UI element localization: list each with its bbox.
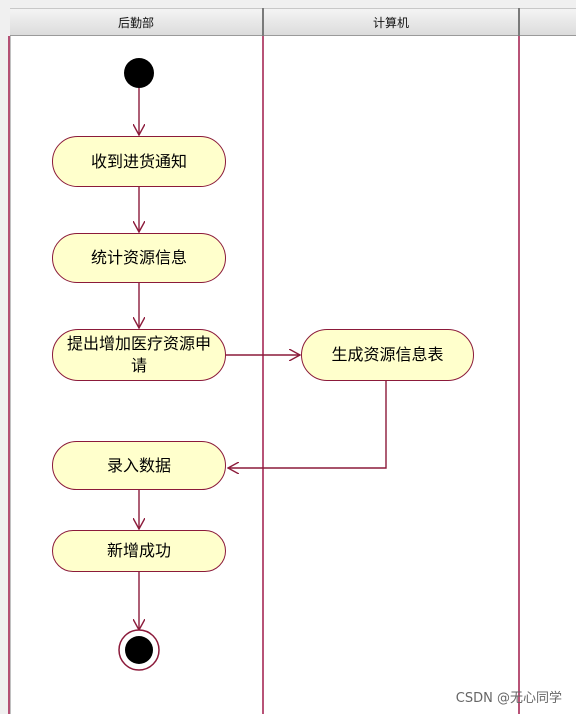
activity-receive-notice[interactable]: 收到进货通知: [52, 136, 226, 187]
activity-label: 统计资源信息: [90, 248, 187, 267]
activity-generate-table[interactable]: 生成资源信息表: [301, 329, 474, 381]
flow-generate-enter: [228, 381, 387, 468]
start-node[interactable]: [124, 58, 154, 88]
lane-header-computer[interactable]: 计算机: [264, 8, 518, 36]
end-node-inner: [125, 636, 153, 664]
activity-label: 收到进货通知: [90, 151, 187, 171]
watermark: CSDN @无心同学: [455, 691, 562, 706]
activity-count-resources[interactable]: 统计资源信息: [52, 233, 226, 283]
lane-header-logistics[interactable]: 后勤部: [10, 8, 262, 36]
activity-label: 新增成功: [106, 541, 171, 560]
left-gutter: [0, 8, 11, 714]
activity-label: 提出增加医疗资源申请: [67, 334, 212, 375]
header-separator-1: [262, 8, 264, 36]
lane-title-computer: 计算机: [372, 15, 409, 30]
lane-header-empty[interactable]: [520, 8, 576, 36]
activity-add-success[interactable]: 新增成功: [52, 530, 226, 572]
activity-submit-request[interactable]: 提出增加医疗资源申请: [52, 329, 226, 381]
lane-title-logistics: 后勤部: [117, 15, 154, 30]
activity-enter-data[interactable]: 录入数据: [52, 441, 226, 490]
header-separator-2: [518, 8, 520, 36]
activity-label: 生成资源信息表: [331, 345, 444, 364]
activity-label: 录入数据: [106, 455, 171, 475]
